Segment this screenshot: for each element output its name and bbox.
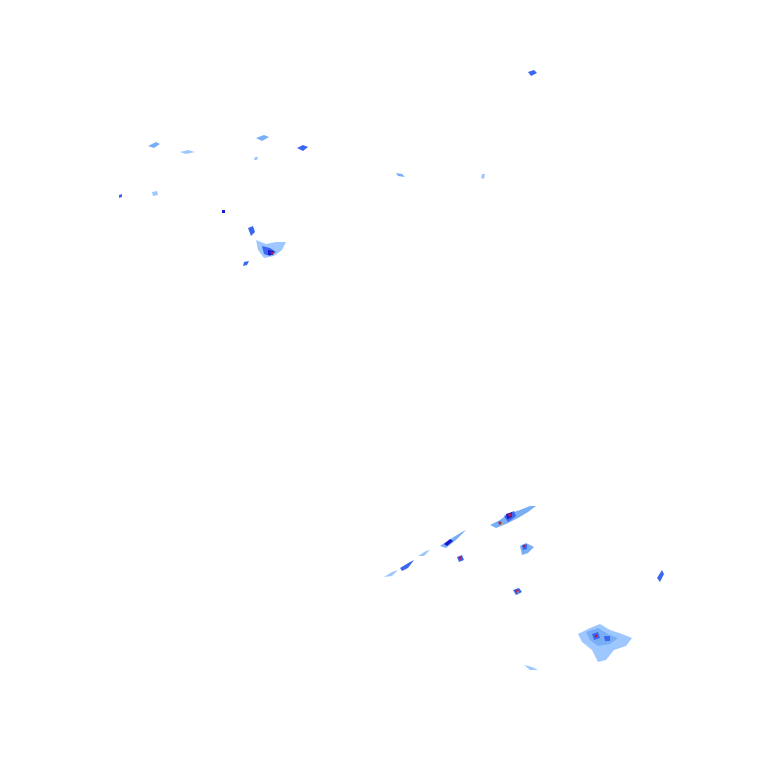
rain-cell-storm-west: [248, 226, 286, 258]
rain-cell: [501, 523, 503, 525]
rain-cell: [270, 251, 274, 255]
rain-cell: [384, 570, 398, 577]
rain-cell-line-south: [384, 530, 466, 577]
rain-cell: [243, 261, 249, 266]
rain-cell: [444, 539, 453, 546]
rain-cell: [604, 636, 610, 641]
rain-cell: [508, 513, 512, 517]
rain-cell: [152, 191, 158, 196]
rain-cell: [119, 194, 122, 198]
rain-cell: [458, 556, 462, 560]
rain-cell: [180, 150, 195, 154]
rain-cell: [657, 570, 664, 582]
rain-cell-storm-southeast: [578, 624, 632, 662]
rain-cell: [440, 530, 466, 548]
rain-cell: [522, 544, 526, 548]
rain-cell: [400, 560, 414, 571]
rain-cell: [256, 135, 269, 141]
rain-cell: [481, 174, 485, 179]
rain-cell-cluster-south-central: [490, 506, 664, 670]
rain-cell: [396, 173, 405, 177]
rain-cell: [594, 634, 598, 638]
rain-cell: [297, 145, 308, 151]
rain-cell: [148, 142, 160, 148]
rain-cell-cluster-northwest: [119, 70, 537, 266]
rain-cell: [248, 226, 255, 236]
rain-cell: [418, 550, 430, 556]
rain-cell: [517, 591, 519, 593]
rain-cell: [524, 665, 538, 670]
rain-cell: [528, 70, 537, 76]
rain-cell: [222, 210, 225, 213]
rain-cell: [498, 521, 502, 525]
rain-cell: [586, 628, 618, 646]
rain-cell: [254, 157, 258, 160]
